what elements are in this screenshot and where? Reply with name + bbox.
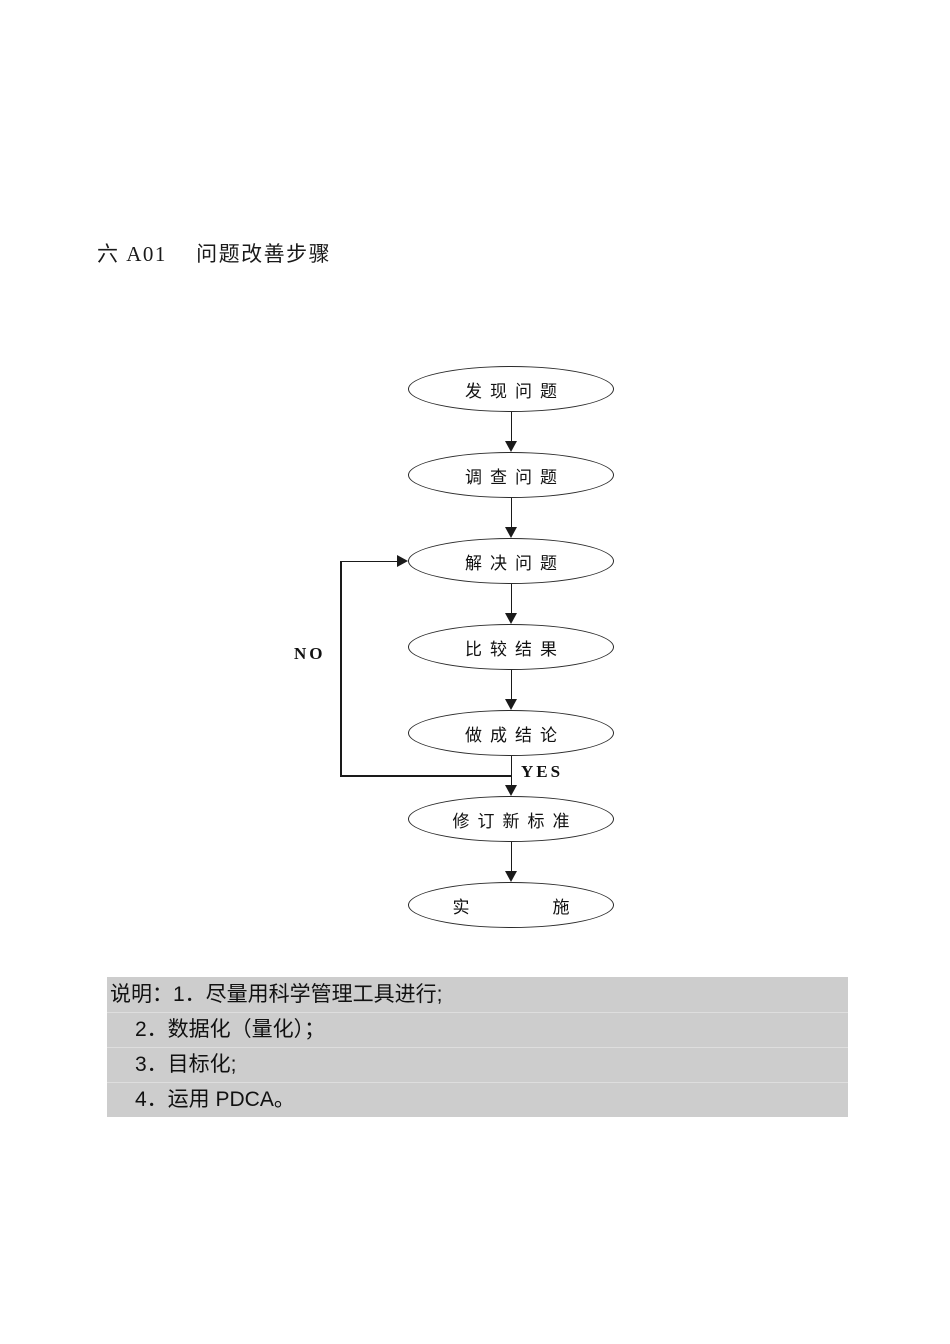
- no-loop-arrow-right-icon: [340, 555, 408, 567]
- arrow-down-icon: [505, 756, 518, 796]
- flow-node-compare-results: 比较结果: [408, 624, 614, 670]
- flow-node-revise-new-standard: 修订新标准: [408, 796, 614, 842]
- note-line: 4．运用 PDCA。: [135, 1088, 295, 1111]
- arrow-down-icon: [505, 498, 518, 538]
- note-row-divider: [107, 1047, 848, 1048]
- no-loop-vertical-line: [340, 561, 342, 776]
- note-line: 2．数据化（量化）；: [135, 1018, 326, 1041]
- flow-node-solve-problem: 解决问题: [408, 538, 614, 584]
- flow-node-implement: 实 施: [408, 882, 614, 928]
- note-row-divider: [107, 1012, 848, 1013]
- notes-box: 说明：1．尽量用科学管理工具进行; 2．数据化（量化）； 3．目标化; 4．运用…: [107, 977, 848, 1117]
- arrow-down-icon: [505, 670, 518, 710]
- branch-label-no: NO: [294, 644, 326, 663]
- note-row-divider: [107, 1082, 848, 1083]
- arrow-down-icon: [505, 584, 518, 624]
- note-line: 3．目标化;: [135, 1053, 237, 1076]
- arrow-down-icon: [505, 412, 518, 452]
- branch-label-yes: YES: [521, 762, 564, 781]
- flow-node-investigate-problem: 调查问题: [408, 452, 614, 498]
- arrow-down-icon: [505, 842, 518, 882]
- flow-node-make-conclusion: 做成结论: [408, 710, 614, 756]
- note-line: 说明：1．尽量用科学管理工具进行;: [110, 983, 443, 1006]
- page-title: 六 A01 问题改善步骤: [97, 242, 332, 266]
- no-loop-bottom-line: [340, 775, 511, 777]
- flow-node-discover-problem: 发现问题: [408, 366, 614, 412]
